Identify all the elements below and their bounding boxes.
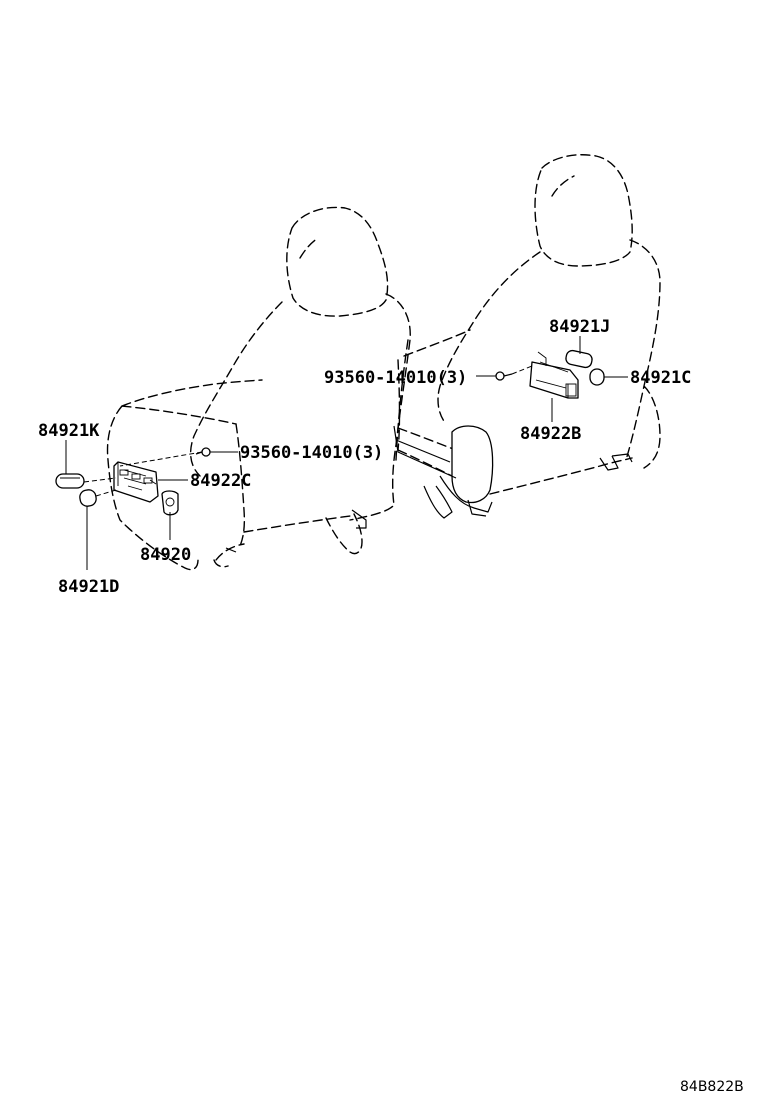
left-seat-base — [213, 513, 363, 568]
part-84922b-housing — [529, 351, 579, 399]
callout-84921d: 84921D — [58, 577, 119, 597]
callout-84921c: 84921C — [630, 368, 691, 388]
right-seat-side-cover — [451, 425, 494, 504]
part-84921k-knob — [55, 473, 85, 489]
left-seat-cushion — [106, 379, 263, 571]
right-seat-headrest — [534, 154, 633, 267]
left-seat-rail — [225, 509, 367, 553]
right-seat-headrest-seam — [551, 175, 575, 197]
callout-84920: 84920 — [140, 545, 191, 565]
callout-93560-right: 93560-14010(3) — [324, 368, 467, 388]
part-screw-right — [495, 371, 513, 381]
part-84922c-switch — [113, 461, 159, 503]
right-seat-backrest-rear — [397, 329, 471, 451]
callout-84922c: 84922C — [190, 471, 251, 491]
callout-84921k: 84921K — [38, 421, 100, 441]
part-84921d-knob — [79, 489, 97, 507]
left-seat-outline — [106, 206, 411, 571]
left-seat-headrest — [286, 206, 389, 317]
right-seat-backrest — [437, 239, 661, 469]
right-seat-recliner-bracket — [393, 425, 493, 517]
right-seat-legs — [423, 453, 633, 519]
right-seat-outline — [393, 154, 661, 519]
leader-lines — [65, 336, 628, 570]
part-84921j-knob — [565, 349, 593, 369]
part-screw-left — [195, 447, 211, 457]
left-seat-backrest-side — [395, 339, 409, 461]
callout-84921j: 84921J — [549, 317, 610, 337]
part-84920-switch — [161, 490, 179, 516]
callout-84922b: 84922B — [520, 424, 581, 444]
part-84921c-knob — [589, 368, 605, 386]
right-seat-cushion — [397, 427, 633, 495]
callout-93560-left: 93560-14010(3) — [240, 443, 383, 463]
left-seat-cushion-front — [235, 423, 351, 547]
left-seat-headrest-seam — [299, 237, 319, 259]
diagram-id: 84B822B — [680, 1079, 744, 1095]
